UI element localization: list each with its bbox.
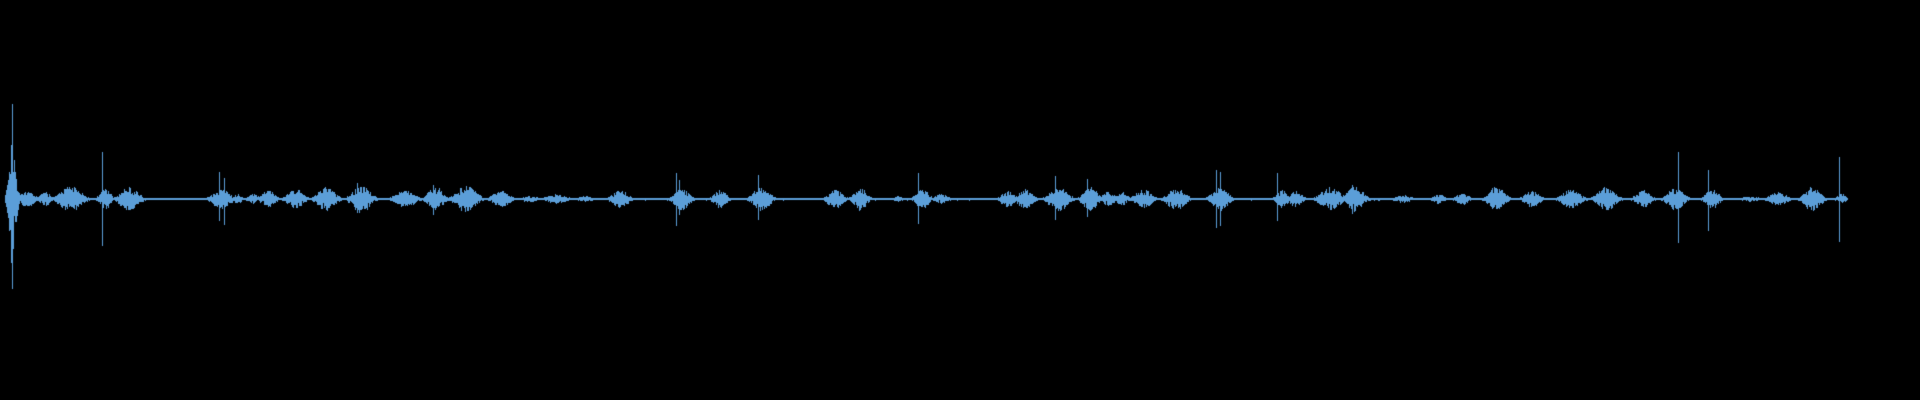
audio-waveform-canvas — [0, 0, 1920, 400]
waveform-panel — [0, 0, 1920, 400]
